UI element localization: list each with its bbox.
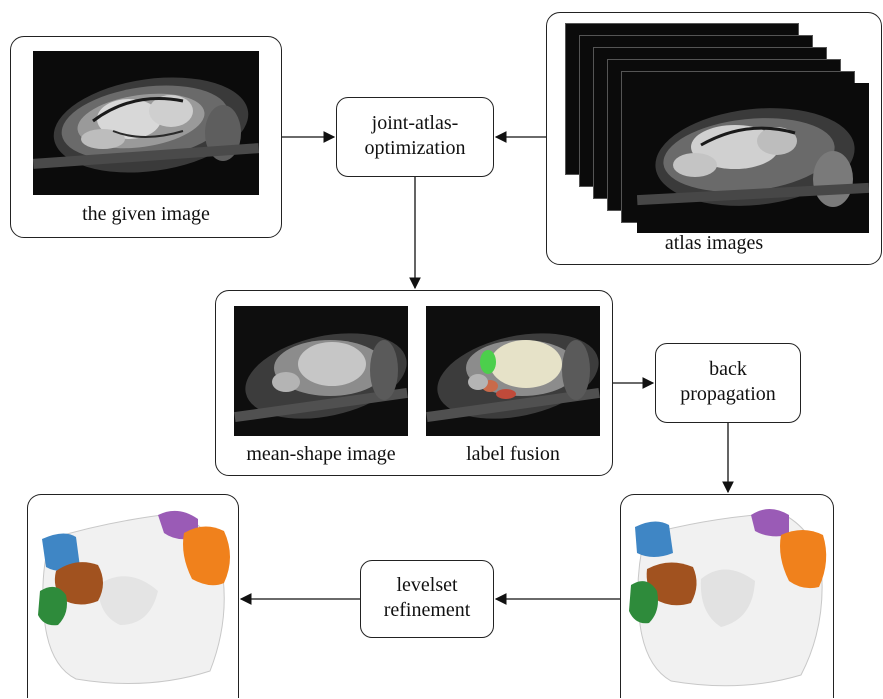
connector-arrows (0, 0, 883, 698)
